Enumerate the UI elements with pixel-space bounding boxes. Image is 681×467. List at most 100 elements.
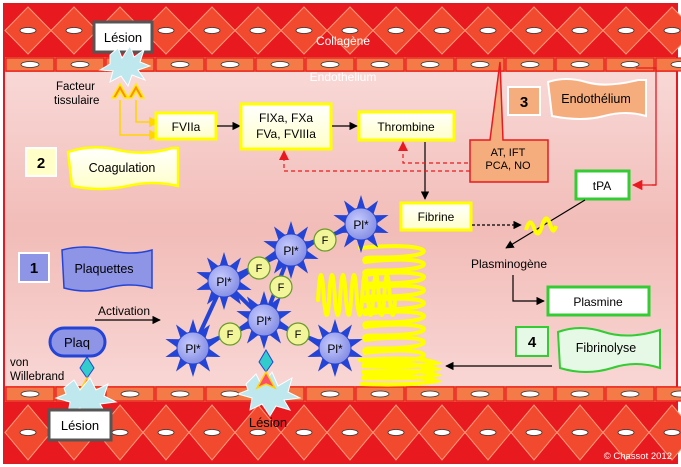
fixa-label-2: FVa, FVIIIa (256, 127, 316, 141)
lesion-top-label: Lésion (104, 30, 142, 45)
activated-platelet (247, 303, 281, 337)
fibrinogen-label: F (256, 263, 263, 275)
lesion-bottom-center-splash (236, 370, 302, 417)
tissue-factor-receptors (110, 82, 146, 99)
inhibitors-callout: AT, IFT PCA, NO (469, 61, 549, 183)
collagen-cell-nucleus (617, 27, 635, 34)
fixa-label-1: FIXa, FXa (259, 111, 313, 125)
tpa-box: tPA (574, 169, 631, 201)
endothelium-label: Endothelium (310, 70, 377, 84)
cell-nucleus (120, 390, 140, 398)
collagen-label: Collagène (316, 34, 370, 48)
inhibitors-label-2: PCA, NO (485, 160, 531, 172)
fibrin-strand (358, 356, 443, 387)
collagen-cell-nucleus (571, 27, 589, 34)
collagen-cell-nucleus (111, 429, 129, 436)
plasminogen-to-plasmin-arrow (512, 275, 545, 306)
fibrinogen-label: F (295, 329, 302, 341)
step-2-number: 2 (37, 155, 45, 172)
cell-nucleus (70, 61, 90, 68)
plasmin-label: Plasmine (573, 295, 623, 309)
cell-nucleus (420, 61, 440, 68)
activated-platelet-label: Pl* (216, 275, 232, 289)
activated-platelet-label: Pl* (353, 218, 369, 232)
cell-nucleus (170, 390, 190, 398)
collagen-cell-nucleus (663, 27, 681, 34)
fibrin-label: Fibrine (418, 210, 455, 224)
activated-platelet (207, 264, 241, 298)
fibrinolyse-banner-label: Fibrinolyse (576, 341, 636, 355)
resting-platelet: Plaq (48, 326, 107, 358)
plasminogen-label: Plasminogène (471, 257, 547, 271)
tpa-to-plasminogen-arrow (505, 199, 586, 249)
collagen-cell-nucleus (295, 27, 313, 34)
cell-nucleus (470, 61, 490, 68)
cell-nucleus (420, 390, 440, 398)
cell-nucleus (370, 61, 390, 68)
fibrinogen-label: F (227, 329, 234, 341)
inhibition-arrowhead-thrombin (398, 141, 408, 151)
collagen-cell-nucleus (157, 429, 175, 436)
fviia-box: FVIIa (154, 111, 218, 141)
copyright-label: © Chassot 2012 (604, 451, 672, 462)
cell-nucleus (220, 61, 240, 68)
collagen-cell-nucleus (387, 429, 405, 436)
activated-platelet-label: Pl* (327, 342, 343, 356)
lesion-bottom-box-label: Lésion (61, 418, 99, 433)
activated-platelet (344, 207, 378, 241)
activated-platelet (274, 233, 308, 267)
fibrinogen-label: F (278, 282, 285, 294)
coagulation-banner: Coagulation (66, 146, 180, 191)
cell-nucleus (570, 390, 590, 398)
cell-nucleus (20, 61, 40, 68)
tissue-factor-label-2: tissulaire (54, 95, 99, 107)
collagen-cell-nucleus (341, 429, 359, 436)
thrombin-label: Thrombine (377, 120, 435, 134)
cell-nucleus (470, 390, 490, 398)
fibrinogen-bridge (247, 256, 271, 280)
activated-platelet (318, 331, 352, 365)
collagen-cell-nucleus (525, 429, 543, 436)
fibrin-mesh (316, 244, 443, 387)
vwf-receptor-center (255, 349, 277, 390)
activation-label: Activation (98, 304, 150, 318)
endothelial-cell (655, 386, 681, 402)
plaq-label: Plaq (64, 335, 90, 350)
cell-nucleus (20, 390, 40, 398)
collagen-cell-nucleus (433, 27, 451, 34)
collagen-cell-nucleus (19, 27, 37, 34)
plaquettes-banner-label: Plaquettes (74, 262, 133, 276)
collagen-cell-nucleus (479, 429, 497, 436)
tissue-factor-label-1: Facteur (56, 81, 95, 93)
fibrin-box: Fibrine (399, 201, 473, 232)
thrombin-box: Thrombine (357, 110, 456, 142)
von-willebrand-label-2: Willebrand (10, 371, 64, 383)
collagen-cell-nucleus (525, 27, 543, 34)
collagen-cell-nucleus (433, 429, 451, 436)
lesion-bottom-box: Lésion (47, 408, 113, 442)
fibrin-fragment (524, 216, 558, 236)
fibrin-strand (358, 244, 426, 381)
endothelial-cell (655, 57, 681, 72)
collagen-cell-nucleus (387, 27, 405, 34)
activated-platelet-label: Pl* (283, 244, 299, 258)
collagen-cell-nucleus (19, 429, 37, 436)
cell-nucleus (670, 390, 681, 398)
cell-nucleus (270, 61, 290, 68)
collagen-cell-nucleus (203, 27, 221, 34)
fibrinogen-bridge (269, 275, 293, 299)
von-willebrand-label-1: von (10, 357, 29, 369)
collagen-cell-nucleus (295, 429, 313, 436)
cell-nucleus (370, 390, 390, 398)
inhibition-arrowhead-fixa (279, 150, 289, 160)
step-2-badge: 2 (25, 147, 57, 177)
cell-nucleus (520, 390, 540, 398)
fibrinogen-label: F (322, 235, 329, 247)
step-3-badge: 3 (507, 86, 541, 116)
fibrinogen-bridge (218, 322, 242, 346)
lesion-bottom-label: Lésion (249, 415, 287, 430)
coagulation-banner-label: Coagulation (89, 161, 156, 175)
cell-nucleus (170, 61, 190, 68)
collagen-cell-nucleus (571, 429, 589, 436)
cell-nucleus (320, 390, 340, 398)
